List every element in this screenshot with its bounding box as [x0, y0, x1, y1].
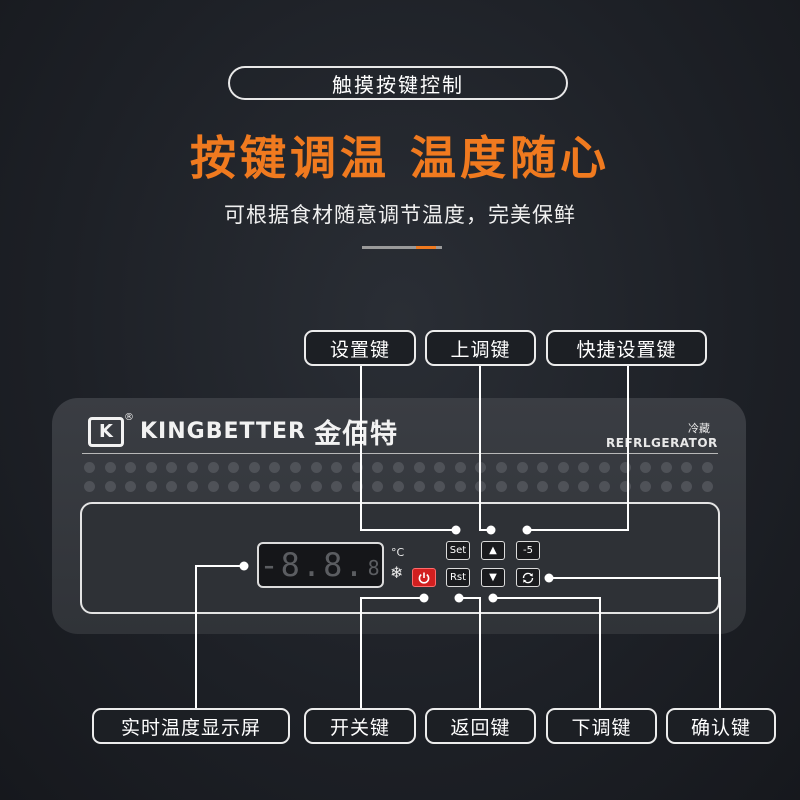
- vent-dot: [681, 481, 693, 492]
- vent-dot: [310, 462, 322, 473]
- vent-dot: [660, 462, 672, 473]
- vent-dot: [496, 462, 507, 473]
- refresh-icon: [522, 572, 534, 583]
- vent-dot: [228, 481, 240, 492]
- vent-dot: [207, 481, 219, 492]
- label-down-key: 下调键: [546, 708, 657, 744]
- vent-dot: [372, 462, 384, 473]
- vent-dot: [640, 481, 652, 492]
- vent-dot: [557, 481, 569, 492]
- vent-dot: [228, 462, 240, 473]
- vent-dot: [104, 462, 116, 473]
- vent-dot: [125, 481, 137, 492]
- vent-dot: [619, 462, 631, 473]
- vent-dot: [516, 462, 528, 473]
- fridge-label-cn: 冷藏: [688, 422, 710, 435]
- vent-dot: [702, 481, 713, 492]
- vent-dot: [599, 462, 610, 473]
- vent-dot: [413, 462, 425, 473]
- k-logo-icon: K: [88, 416, 124, 447]
- vent-dot: [187, 462, 198, 473]
- confirm-button[interactable]: [516, 568, 540, 587]
- power-icon: [418, 572, 430, 584]
- label-set-key: 设置键: [304, 330, 416, 366]
- brand-name-en: KINGBETTER: [140, 419, 306, 444]
- vent-dot: [145, 481, 157, 492]
- vent-dot: [393, 481, 404, 492]
- vent-dot: [166, 481, 178, 492]
- vent-dot: [331, 481, 343, 492]
- vent-dot: [166, 462, 178, 473]
- vent-dot: [578, 481, 590, 492]
- vent-dot: [290, 462, 301, 473]
- vent-dot: [145, 462, 157, 473]
- header-pill: 触摸按键控制: [228, 66, 568, 100]
- vent-dot: [104, 481, 116, 492]
- vent-dot: [660, 481, 672, 492]
- vent-dot: [248, 462, 260, 473]
- temperature-display: -8.8.8: [257, 542, 384, 588]
- set-button[interactable]: Set: [446, 541, 470, 560]
- control-panel: [80, 502, 720, 614]
- fridge-label-en: REFRLGERATOR: [606, 436, 718, 450]
- label-confirm-key: 确认键: [666, 708, 776, 744]
- vent-dot: [351, 462, 363, 473]
- vent-dot: [557, 462, 569, 473]
- brand-logo: K ® KINGBETTER 金佰特: [88, 412, 398, 451]
- registered-mark: ®: [124, 412, 134, 423]
- vent-dot: [619, 481, 631, 492]
- vent-dot: [413, 481, 425, 492]
- vent-dot: [434, 462, 446, 473]
- vent-dot: [310, 481, 322, 492]
- vent-dot: [537, 462, 549, 473]
- vent-dot: [640, 462, 652, 473]
- brand-name-cn: 金佰特: [314, 419, 398, 450]
- vent-dot: [187, 481, 198, 492]
- label-quick-key: 快捷设置键: [546, 330, 707, 366]
- vent-dot: [207, 462, 219, 473]
- vent-dot: [681, 462, 693, 473]
- subline: 可根据食材随意调节温度，完美保鲜: [224, 203, 576, 227]
- vent-dot: [434, 481, 446, 492]
- quick-set-button[interactable]: -5: [516, 541, 540, 560]
- vent-dot: [702, 462, 713, 473]
- vent-dot: [269, 481, 281, 492]
- vent-dots: [84, 462, 716, 496]
- down-button[interactable]: ▼: [481, 568, 505, 587]
- vent-dot: [454, 462, 466, 473]
- vent-dot: [393, 462, 404, 473]
- vent-dot: [351, 481, 363, 492]
- vent-dot: [331, 462, 343, 473]
- label-up-key: 上调键: [425, 330, 536, 366]
- power-button[interactable]: [412, 568, 436, 587]
- vent-dot: [248, 481, 260, 492]
- display-small-digit: 8: [367, 556, 382, 580]
- label-display: 实时温度显示屏: [92, 708, 290, 744]
- snowflake-icon: ❄: [390, 563, 404, 582]
- vent-dot: [454, 481, 466, 492]
- headline: 按键调温 温度随心: [189, 131, 610, 185]
- vent-dot: [578, 462, 590, 473]
- vent-dot: [269, 462, 281, 473]
- panel-divider: [82, 453, 718, 454]
- celsius-unit: °C: [391, 546, 405, 559]
- vent-dot: [84, 481, 95, 492]
- vent-dot: [125, 462, 137, 473]
- label-back-key: 返回键: [425, 708, 536, 744]
- accent-bar: [362, 246, 442, 249]
- display-digits: -8.8.: [259, 546, 366, 584]
- vent-dot: [516, 481, 528, 492]
- vent-dot: [496, 481, 507, 492]
- vent-dot: [372, 481, 384, 492]
- label-power-key: 开关键: [304, 708, 416, 744]
- up-button[interactable]: ▲: [481, 541, 505, 560]
- rst-button[interactable]: Rst: [446, 568, 470, 587]
- vent-dot: [599, 481, 610, 492]
- vent-dot: [84, 462, 95, 473]
- vent-dot: [537, 481, 549, 492]
- vent-dot: [290, 481, 301, 492]
